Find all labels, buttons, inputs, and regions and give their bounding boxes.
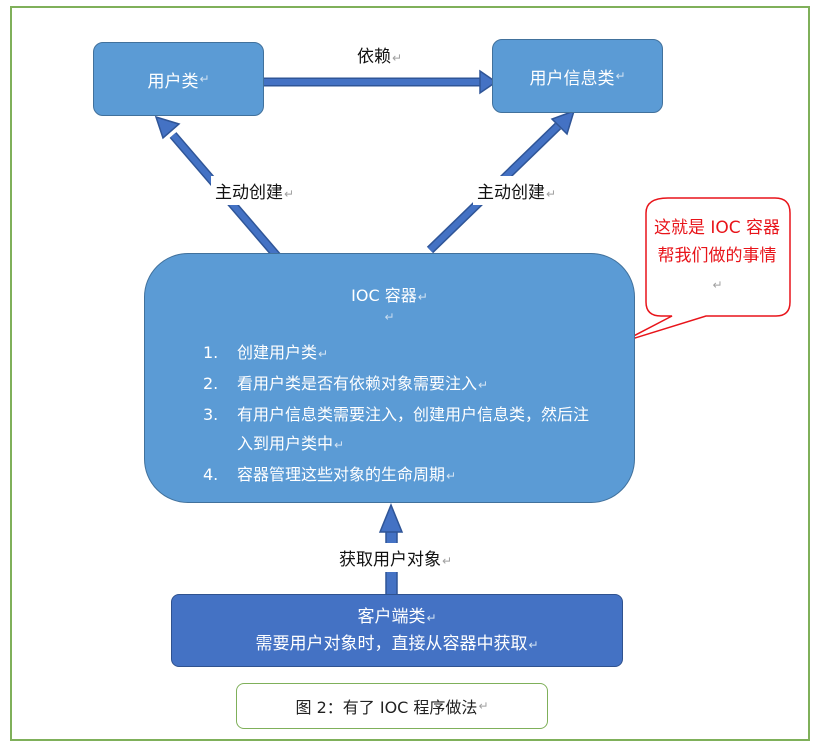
return-mark-icon: ↵ [384, 310, 395, 324]
depends-label-text: 依赖 [357, 47, 391, 67]
user-info-class-label: 用户信息类 [529, 68, 615, 89]
client-class-box: 客户端类↵ 需要用户对象时，直接从容器中获取↵ [171, 594, 623, 667]
ioc-title-text: IOC 容器 [351, 286, 417, 305]
client-subtitle-text: 需要用户对象时，直接从容器中获取 [255, 633, 528, 654]
user-class-label: 用户类 [147, 71, 199, 92]
depends-arrow [264, 69, 498, 95]
callout-text: 这就是 IOC 容器帮我们做的事情 ↵ [652, 214, 782, 299]
return-mark-icon: ↵ [417, 290, 428, 304]
return-mark-icon: ↵ [712, 278, 723, 292]
ioc-step: 4. 容器管理这些对象的生命周期↵ [203, 460, 603, 491]
return-mark-icon: ↵ [426, 610, 437, 625]
client-subtitle: 需要用户对象时，直接从容器中获取↵ [255, 631, 538, 658]
ioc-container-box: IOC 容器↵ ↵ 1.创建用户类↵ 2.看用户类是否有依赖对象需要注入↵ 3.… [144, 253, 635, 503]
step-number: 3. [203, 405, 219, 424]
return-mark-icon: ↵ [446, 469, 457, 483]
return-mark-icon: ↵ [478, 699, 489, 713]
step-number: 4. [203, 465, 219, 484]
create-right-label: 主动创建↵ [473, 176, 561, 205]
user-info-class-box: 用户信息类↵ [492, 39, 663, 113]
create-left-label-text: 主动创建 [215, 183, 283, 203]
return-mark-icon: ↵ [546, 187, 557, 201]
return-mark-icon: ↵ [478, 378, 489, 392]
return-mark-icon: ↵ [284, 187, 295, 201]
return-mark-icon: ↵ [392, 51, 403, 65]
return-mark-icon: ↵ [528, 637, 539, 652]
step-text: 有用户信息类需要注入，创建用户信息类，然后注入到用户类中 [237, 405, 590, 453]
ioc-steps-list: 1.创建用户类↵ 2.看用户类是否有依赖对象需要注入↵ 3.有用户信息类需要注入… [203, 338, 603, 491]
return-mark-icon: ↵ [615, 69, 626, 83]
ioc-step: 3. 有用户信息类需要注入，创建用户信息类，然后注入到用户类中↵ [203, 400, 603, 460]
user-class-box: 用户类↵ [93, 42, 264, 116]
return-mark-icon: ↵ [442, 554, 453, 568]
figure-caption-text: 图 2：有了 IOC 程序做法 [295, 698, 478, 717]
figure-caption: 图 2：有了 IOC 程序做法↵ [236, 683, 548, 729]
callout-bubble [621, 197, 791, 343]
ioc-title: IOC 容器↵ [145, 282, 634, 306]
step-text: 看用户类是否有依赖对象需要注入 [237, 374, 478, 393]
client-title-text: 客户端类 [357, 606, 426, 627]
callout-text-content: 这就是 IOC 容器帮我们做的事情 [653, 218, 781, 266]
get-object-label: 获取用户对象↵ [335, 543, 457, 572]
step-text: 创建用户类 [237, 343, 318, 362]
depends-label: 依赖↵ [353, 40, 407, 69]
ioc-step: 1. 创建用户类↵ [203, 338, 603, 369]
create-right-label-text: 主动创建 [477, 183, 545, 203]
client-title: 客户端类↵ [357, 604, 436, 631]
diagram-frame [10, 6, 810, 741]
create-left-label: 主动创建↵ [211, 176, 299, 205]
return-mark-icon: ↵ [318, 347, 329, 361]
step-number: 1. [203, 343, 219, 362]
return-mark-icon: ↵ [334, 438, 345, 452]
return-mark-icon: ↵ [199, 72, 210, 86]
get-object-label-text: 获取用户对象 [339, 550, 441, 570]
step-number: 2. [203, 374, 219, 393]
ioc-step: 2. 看用户类是否有依赖对象需要注入↵ [203, 369, 603, 400]
step-text: 容器管理这些对象的生命周期 [237, 465, 446, 484]
